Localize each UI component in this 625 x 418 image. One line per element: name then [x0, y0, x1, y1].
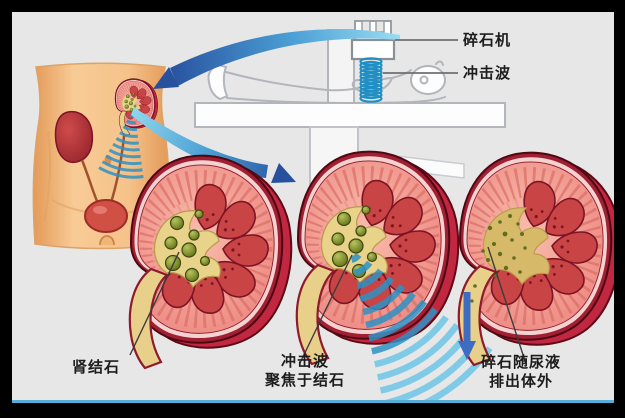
shockwave-label: 冲击波 — [463, 65, 512, 82]
leader-lines — [129, 39, 527, 365]
kidney-stage-3-excrete — [458, 153, 614, 365]
leader-kidney-stone — [129, 251, 180, 356]
focus-label: 冲击波 聚焦于结石 — [242, 352, 368, 390]
urine-flow-arrow — [458, 292, 476, 360]
excrete-label: 碎石随尿液 排出体外 — [458, 353, 584, 391]
machine-column — [327, 29, 355, 111]
patient-figure — [207, 60, 446, 104]
arrow-torso-to-kidney — [131, 107, 296, 183]
excrete-label-line2: 排出体外 — [488, 373, 553, 390]
focus-label-line2: 聚焦于结石 — [264, 372, 345, 389]
arrow-machine-to-torso — [153, 29, 400, 89]
diagram-canvas: 碎石机 冲击波 肾结石 冲击波 聚焦于结石 碎石随尿液 排出体外 — [12, 12, 614, 403]
diagram-artwork — [32, 20, 614, 403]
left-kidney — [54, 110, 94, 164]
kidney-stone-label: 肾结石 — [72, 359, 121, 376]
stone-fragments — [470, 214, 527, 303]
shockwave-coil-icon — [359, 57, 383, 103]
leader-focus — [299, 254, 353, 364]
treatment-table — [194, 102, 506, 128]
excrete-label-line1: 碎石随尿液 — [480, 354, 561, 371]
focus-label-line1: 冲击波 — [280, 353, 329, 370]
kidney-stage-1-stones — [130, 156, 291, 368]
bladder — [84, 199, 128, 233]
pubic-outline — [99, 235, 115, 246]
lithotripter-head — [350, 20, 396, 61]
machine-label: 碎石机 — [463, 32, 512, 49]
leader-excrete — [487, 246, 527, 365]
bottom-divider — [12, 400, 614, 403]
